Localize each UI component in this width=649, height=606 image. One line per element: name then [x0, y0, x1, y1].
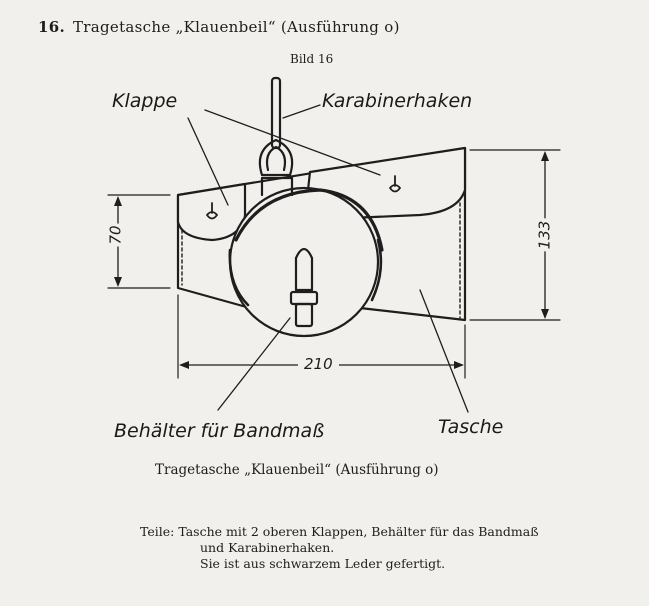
leader-tasche [419, 289, 469, 413]
figure-label: Bild 16 [290, 52, 334, 66]
page-heading: 16. Tragetasche „Klauenbeil“ (Ausführung … [38, 18, 400, 36]
tape-container-rim [234, 188, 384, 252]
dim-210-label: 210 [298, 355, 339, 373]
carabiner-ring [258, 138, 294, 177]
strap-loop [260, 176, 294, 197]
figure-caption: Tragetasche „Klauenbeil“ (Ausführung o) [155, 462, 439, 478]
leader-klappe-left [187, 117, 229, 206]
dim-133-label: 133 [535, 218, 554, 252]
label-klappe: Klappe [112, 90, 178, 112]
parts-line-2: und Karabinerhaken. [200, 540, 335, 555]
section-number: 16. [38, 18, 65, 36]
buckle-strap [294, 302, 314, 328]
parts-list: Teile: Tasche mit 2 oberen Klappen, Behä… [140, 524, 539, 572]
carabiner-ring-inner [265, 145, 287, 172]
section-title: Tragetasche „Klauenbeil“ (Ausführung o) [73, 18, 400, 36]
parts-line-1: Tasche mit 2 oberen Klappen, Behälter fü… [178, 524, 539, 539]
leader-klappe-right [204, 109, 381, 176]
tape-container-rim-left [228, 248, 250, 307]
buckle-tongue [294, 247, 314, 292]
label-tasche: Tasche [438, 416, 504, 438]
parts-lead: Teile: [140, 524, 175, 539]
parts-line-3: Sie ist aus schwarzem Leder gefertigt. [200, 556, 446, 571]
tape-container-outer [228, 186, 380, 338]
label-behaelter: Behälter für Bandmaß [114, 420, 325, 442]
left-flap-keyhole [206, 202, 218, 220]
label-karabinerhaken: Karabinerhaken [322, 90, 473, 112]
tape-container-rim-right [370, 238, 383, 302]
right-flap-keyhole [389, 175, 401, 193]
leader-behaelter [217, 317, 291, 411]
dim-70-label: 70 [106, 223, 125, 247]
leader-karabiner [282, 104, 321, 119]
